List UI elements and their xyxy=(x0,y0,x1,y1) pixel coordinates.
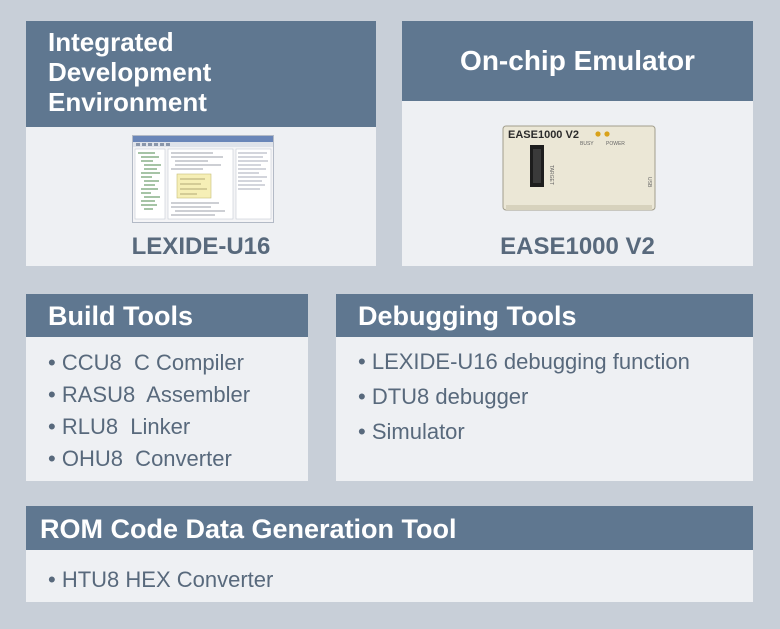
emulator-title: On-chip Emulator xyxy=(402,21,753,101)
emulator-caption: EASE1000 V2 xyxy=(500,233,655,260)
ide-panel: Integrated Development Environment xyxy=(26,21,376,266)
rom-tool-list: HTU8 HEX Converter xyxy=(48,564,274,596)
target-label: TARGET xyxy=(548,165,554,185)
ide-screenshot-graphic xyxy=(133,136,273,220)
usb-label: USB xyxy=(646,177,652,188)
list-item: OHU8 Converter xyxy=(48,443,250,475)
list-item: LEXIDE-U16 debugging function xyxy=(358,344,690,379)
build-tools-list: CCU8 C Compiler RASU8 Assembler RLU8 Lin… xyxy=(48,347,250,475)
debugging-tools-panel: Debugging Tools LEXIDE-U16 debugging fun… xyxy=(336,294,753,481)
power-led-icon xyxy=(604,131,610,137)
list-item: Simulator xyxy=(358,414,690,449)
ide-title-line-2: Development xyxy=(48,57,212,87)
rom-tool-title: ROM Code Data Generation Tool xyxy=(26,506,753,550)
busy-led-icon xyxy=(595,131,601,137)
list-item: HTU8 HEX Converter xyxy=(48,564,274,596)
ide-title-line-3: Environment xyxy=(48,87,207,117)
list-item: RLU8 Linker xyxy=(48,411,250,443)
list-item: CCU8 C Compiler xyxy=(48,347,250,379)
debugging-tools-title: Debugging Tools xyxy=(336,294,753,337)
busy-label: BUSY xyxy=(580,141,594,147)
emulator-panel: On-chip Emulator EASE1000 V2 BUSY POWER … xyxy=(402,21,753,266)
list-item: DTU8 debugger xyxy=(358,379,690,414)
list-item: RASU8 Assembler xyxy=(48,379,250,411)
ide-caption: LEXIDE-U16 xyxy=(131,233,271,260)
emulator-device-image: EASE1000 V2 BUSY POWER TARGET USB xyxy=(502,125,656,211)
build-tools-panel: Build Tools CCU8 C Compiler RASU8 Assemb… xyxy=(26,294,308,481)
ide-panel-header: Integrated Development Environment xyxy=(26,21,376,127)
ide-screenshot-image xyxy=(132,135,274,223)
build-tools-title: Build Tools xyxy=(26,294,308,337)
emulator-device-label: EASE1000 V2 xyxy=(508,129,579,141)
rom-tool-panel: ROM Code Data Generation Tool HTU8 HEX C… xyxy=(26,506,753,602)
ide-title-line-1: Integrated xyxy=(48,27,174,57)
power-label: POWER xyxy=(606,141,625,147)
debugging-tools-list: LEXIDE-U16 debugging function DTU8 debug… xyxy=(358,344,690,449)
